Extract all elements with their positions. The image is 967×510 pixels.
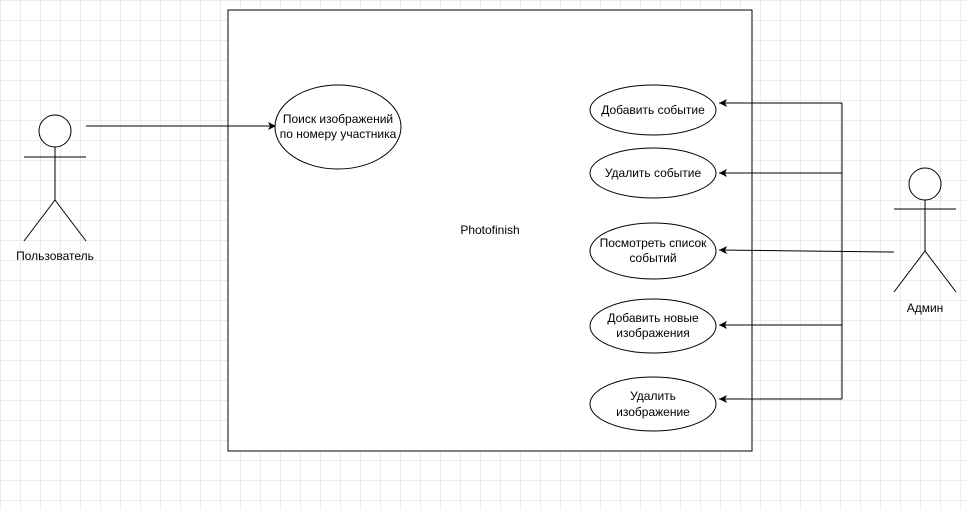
connector-admin-view-events	[718, 246, 895, 255]
actor-admin-label: Админ	[907, 301, 944, 315]
use-case-view-events-line1: Посмотреть список	[600, 236, 707, 250]
use-case-delete-event-label: Удалить событие	[605, 166, 702, 180]
use-case-search-line1: Поиск изображений	[283, 112, 393, 126]
actor-admin[interactable]: Админ	[893, 167, 957, 315]
use-case-search-line2: по номеру участника	[280, 127, 397, 141]
actor-user-label: Пользователь	[16, 249, 94, 263]
use-case-delete-event[interactable]: Удалить событие	[589, 147, 717, 199]
use-case-add-images[interactable]: Добавить новые изображения	[589, 298, 717, 354]
use-case-add-images-line1: Добавить новые	[607, 311, 699, 325]
stick-figure-icon	[23, 114, 87, 242]
use-case-delete-image-line1: Удалить	[630, 389, 676, 403]
system-label: Photofinish	[460, 223, 519, 237]
actor-user[interactable]: Пользователь	[16, 114, 94, 263]
use-case-view-events-line2: событий	[629, 251, 676, 265]
use-case-add-event[interactable]: Добавить событие	[589, 84, 717, 136]
connectors	[86, 99, 895, 403]
use-case-search-images[interactable]: Поиск изображений по номеру участника	[274, 84, 402, 170]
use-case-add-event-label: Добавить событие	[601, 103, 705, 117]
use-case-delete-image[interactable]: Удалить изображение	[589, 376, 717, 432]
use-case-delete-image-line2: изображение	[616, 405, 690, 419]
stick-figure-icon	[893, 167, 957, 293]
use-case-view-events[interactable]: Посмотреть список событий	[589, 222, 717, 280]
use-case-add-images-line2: изображения	[616, 326, 690, 340]
